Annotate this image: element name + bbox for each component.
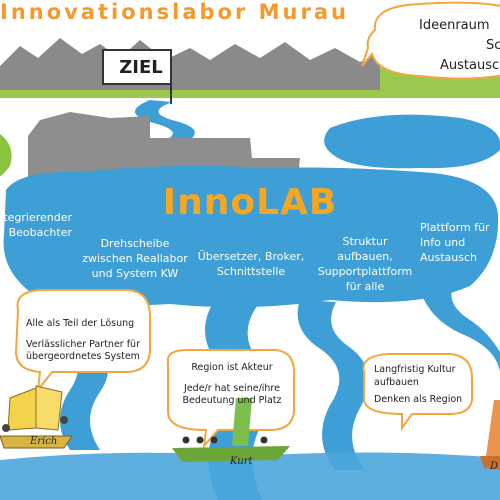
top-bubble-line-3: Austausch [440, 58, 500, 73]
note-middle-line-2: Jede/r hat seine/ihre [184, 382, 280, 394]
top-bubble-line-1: Ideenraum [419, 18, 490, 33]
goal-flag-label: ZIEL [119, 57, 163, 78]
boat-left-sail-2 [35, 385, 63, 431]
boat-left-sail [7, 387, 37, 431]
role-5-line-1: Plattform für [420, 221, 490, 234]
role-5: Plattform für Info und Austausch [420, 220, 490, 265]
top-bubble-line-2: Sc [486, 38, 500, 53]
role-1: Integrierender Beobachter [0, 210, 72, 240]
boat-right-sail [486, 400, 500, 456]
note-bubble-middle [166, 349, 295, 450]
role-4: Struktur aufbauen, Supportplattform für … [310, 234, 420, 294]
boat-right-hull [480, 456, 500, 470]
boat-left-person-2 [60, 416, 68, 424]
note-bubble-right [362, 353, 473, 432]
role-1-line-2: Beobachter [8, 226, 72, 239]
page-title: Innovationslabor Murau [0, 0, 349, 24]
note-left-line-3: übergeordnetes System [26, 351, 140, 362]
note-right-line-3: Denken als Region [374, 394, 463, 405]
role-1-line-1: Integrierender [0, 211, 72, 224]
boat-middle-person-2 [196, 436, 204, 444]
river-right [297, 300, 369, 470]
note-middle-line-1: Region ist Akteur [191, 362, 273, 373]
role-2-line-2: zwischen Reallabor [82, 252, 188, 265]
boat-middle-name: Kurt [230, 456, 253, 467]
building [28, 112, 300, 178]
note-right-line-2: aufbauen [374, 376, 419, 388]
boat-left-name: Erich [30, 436, 58, 447]
role-4-line-3: Supportplattform [317, 265, 413, 278]
upper-lake [324, 114, 500, 169]
boat-left-person [2, 424, 10, 432]
top-bubble [361, 1, 500, 80]
role-5-line-2: Info und [420, 236, 466, 249]
boat-middle-person-3 [210, 436, 218, 444]
green-leaf [0, 134, 12, 176]
role-4-line-1: Struktur [342, 235, 388, 248]
note-left-line-1: Alle als Teil der Lösung [26, 318, 135, 329]
boat-right-name: D [490, 461, 499, 472]
role-4-line-4: für alle [345, 280, 385, 293]
role-5-line-3: Austausch [420, 251, 478, 264]
boat-middle-person-4 [260, 436, 268, 444]
role-3-line-2: Schnittstelle [216, 265, 286, 278]
note-right: Langfristig Kultur aufbauen Denken als R… [374, 364, 470, 407]
mountains [0, 38, 380, 90]
note-right-line-1: Langfristig Kultur [374, 364, 456, 375]
boat-middle-person [182, 436, 190, 444]
note-bubble-left [14, 289, 151, 394]
boat-middle-sail [232, 398, 252, 446]
note-left: Alle als Teil der Lösung Verlässlicher P… [26, 318, 148, 364]
role-3-line-1: Übersetzer, Broker, [197, 250, 305, 263]
innolab-title: InnoLAB [162, 182, 338, 223]
role-2-line-3: und System KW [91, 267, 179, 280]
note-left-line-2: Verlässlicher Partner für [26, 338, 140, 350]
main-lake [3, 165, 499, 308]
boat-middle-hull [172, 446, 290, 462]
goal-flag [102, 49, 172, 85]
boat-left-hull [0, 435, 73, 449]
role-2-line-1: Drehscheibe [100, 237, 170, 250]
note-middle: Region ist Akteur Jede/r hat seine/ihre … [172, 362, 292, 408]
river-far-right [420, 290, 500, 372]
role-2: Drehscheibe zwischen Reallabor und Syste… [80, 236, 190, 281]
note-middle-line-3: Bedeutung und Platz [182, 395, 282, 406]
role-4-line-2: aufbauen, [337, 250, 393, 263]
lower-water [0, 452, 500, 500]
role-3: Übersetzer, Broker, Schnittstelle [196, 249, 306, 279]
